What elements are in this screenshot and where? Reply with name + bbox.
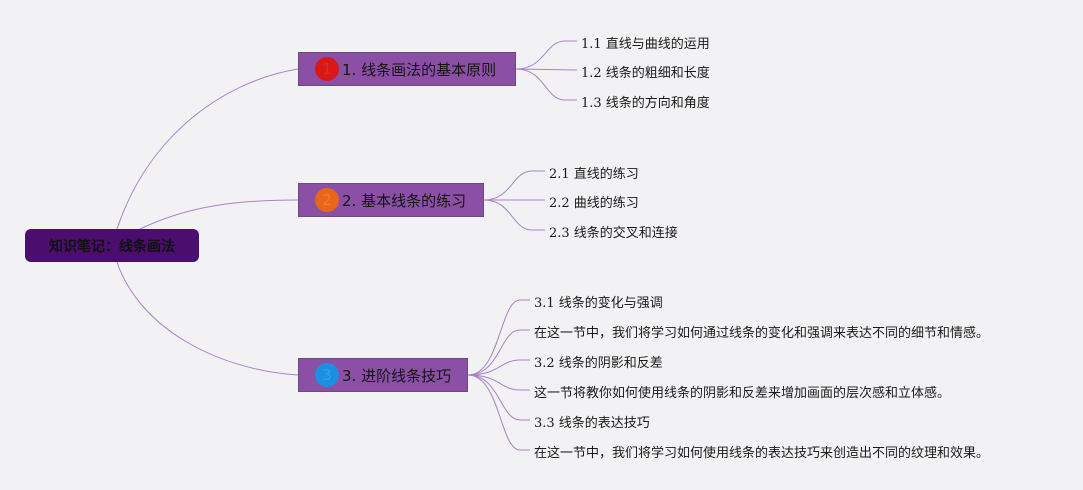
branch-label-2: 2. 基本线条的练习 xyxy=(342,191,467,210)
leaf-2-2[interactable]: 2.2 曲线的练习 xyxy=(549,196,639,211)
leaf-2-1[interactable]: 2.1 直线的练习 xyxy=(549,167,639,182)
leaf-3-1[interactable]: 3.1 线条的变化与强调 xyxy=(534,296,663,311)
leaf-3-3[interactable]: 3.2 线条的阴影和反差 xyxy=(534,356,663,371)
number-badge-2: 2 xyxy=(315,188,339,212)
leaf-3-4[interactable]: 这一节将教你如何使用线条的阴影和反差来增加画面的层次感和立体感。 xyxy=(534,386,951,401)
leaf-1-1[interactable]: 1.1 直线与曲线的运用 xyxy=(581,37,710,52)
leaf-3-5[interactable]: 3.3 线条的表达技巧 xyxy=(534,416,650,431)
branch-node-2[interactable]: 2 2. 基本线条的练习 xyxy=(298,183,484,217)
leaf-1-2[interactable]: 1.2 线条的粗细和长度 xyxy=(581,66,710,81)
leaf-1-3[interactable]: 1.3 线条的方向和角度 xyxy=(581,96,710,111)
branch-node-3[interactable]: 3 3. 进阶线条技巧 xyxy=(298,358,468,392)
number-badge-3: 3 xyxy=(315,363,339,387)
leaf-3-2[interactable]: 在这一节中，我们将学习如何通过线条的变化和强调来表达不同的细节和情感。 xyxy=(534,326,990,341)
branch-node-1[interactable]: 1 1. 线条画法的基本原则 xyxy=(298,52,516,86)
leaf-2-3[interactable]: 2.3 线条的交叉和连接 xyxy=(549,226,678,241)
number-badge-1: 1 xyxy=(315,57,339,81)
branch-label-3: 3. 进阶线条技巧 xyxy=(342,366,452,385)
branch-label-1: 1. 线条画法的基本原则 xyxy=(342,60,497,79)
root-node[interactable]: 知识笔记：线条画法 xyxy=(25,229,199,262)
root-label: 知识笔记：线条画法 xyxy=(49,238,175,255)
leaf-3-6[interactable]: 在这一节中，我们将学习如何使用线条的表达技巧来创造出不同的纹理和效果。 xyxy=(534,446,990,461)
